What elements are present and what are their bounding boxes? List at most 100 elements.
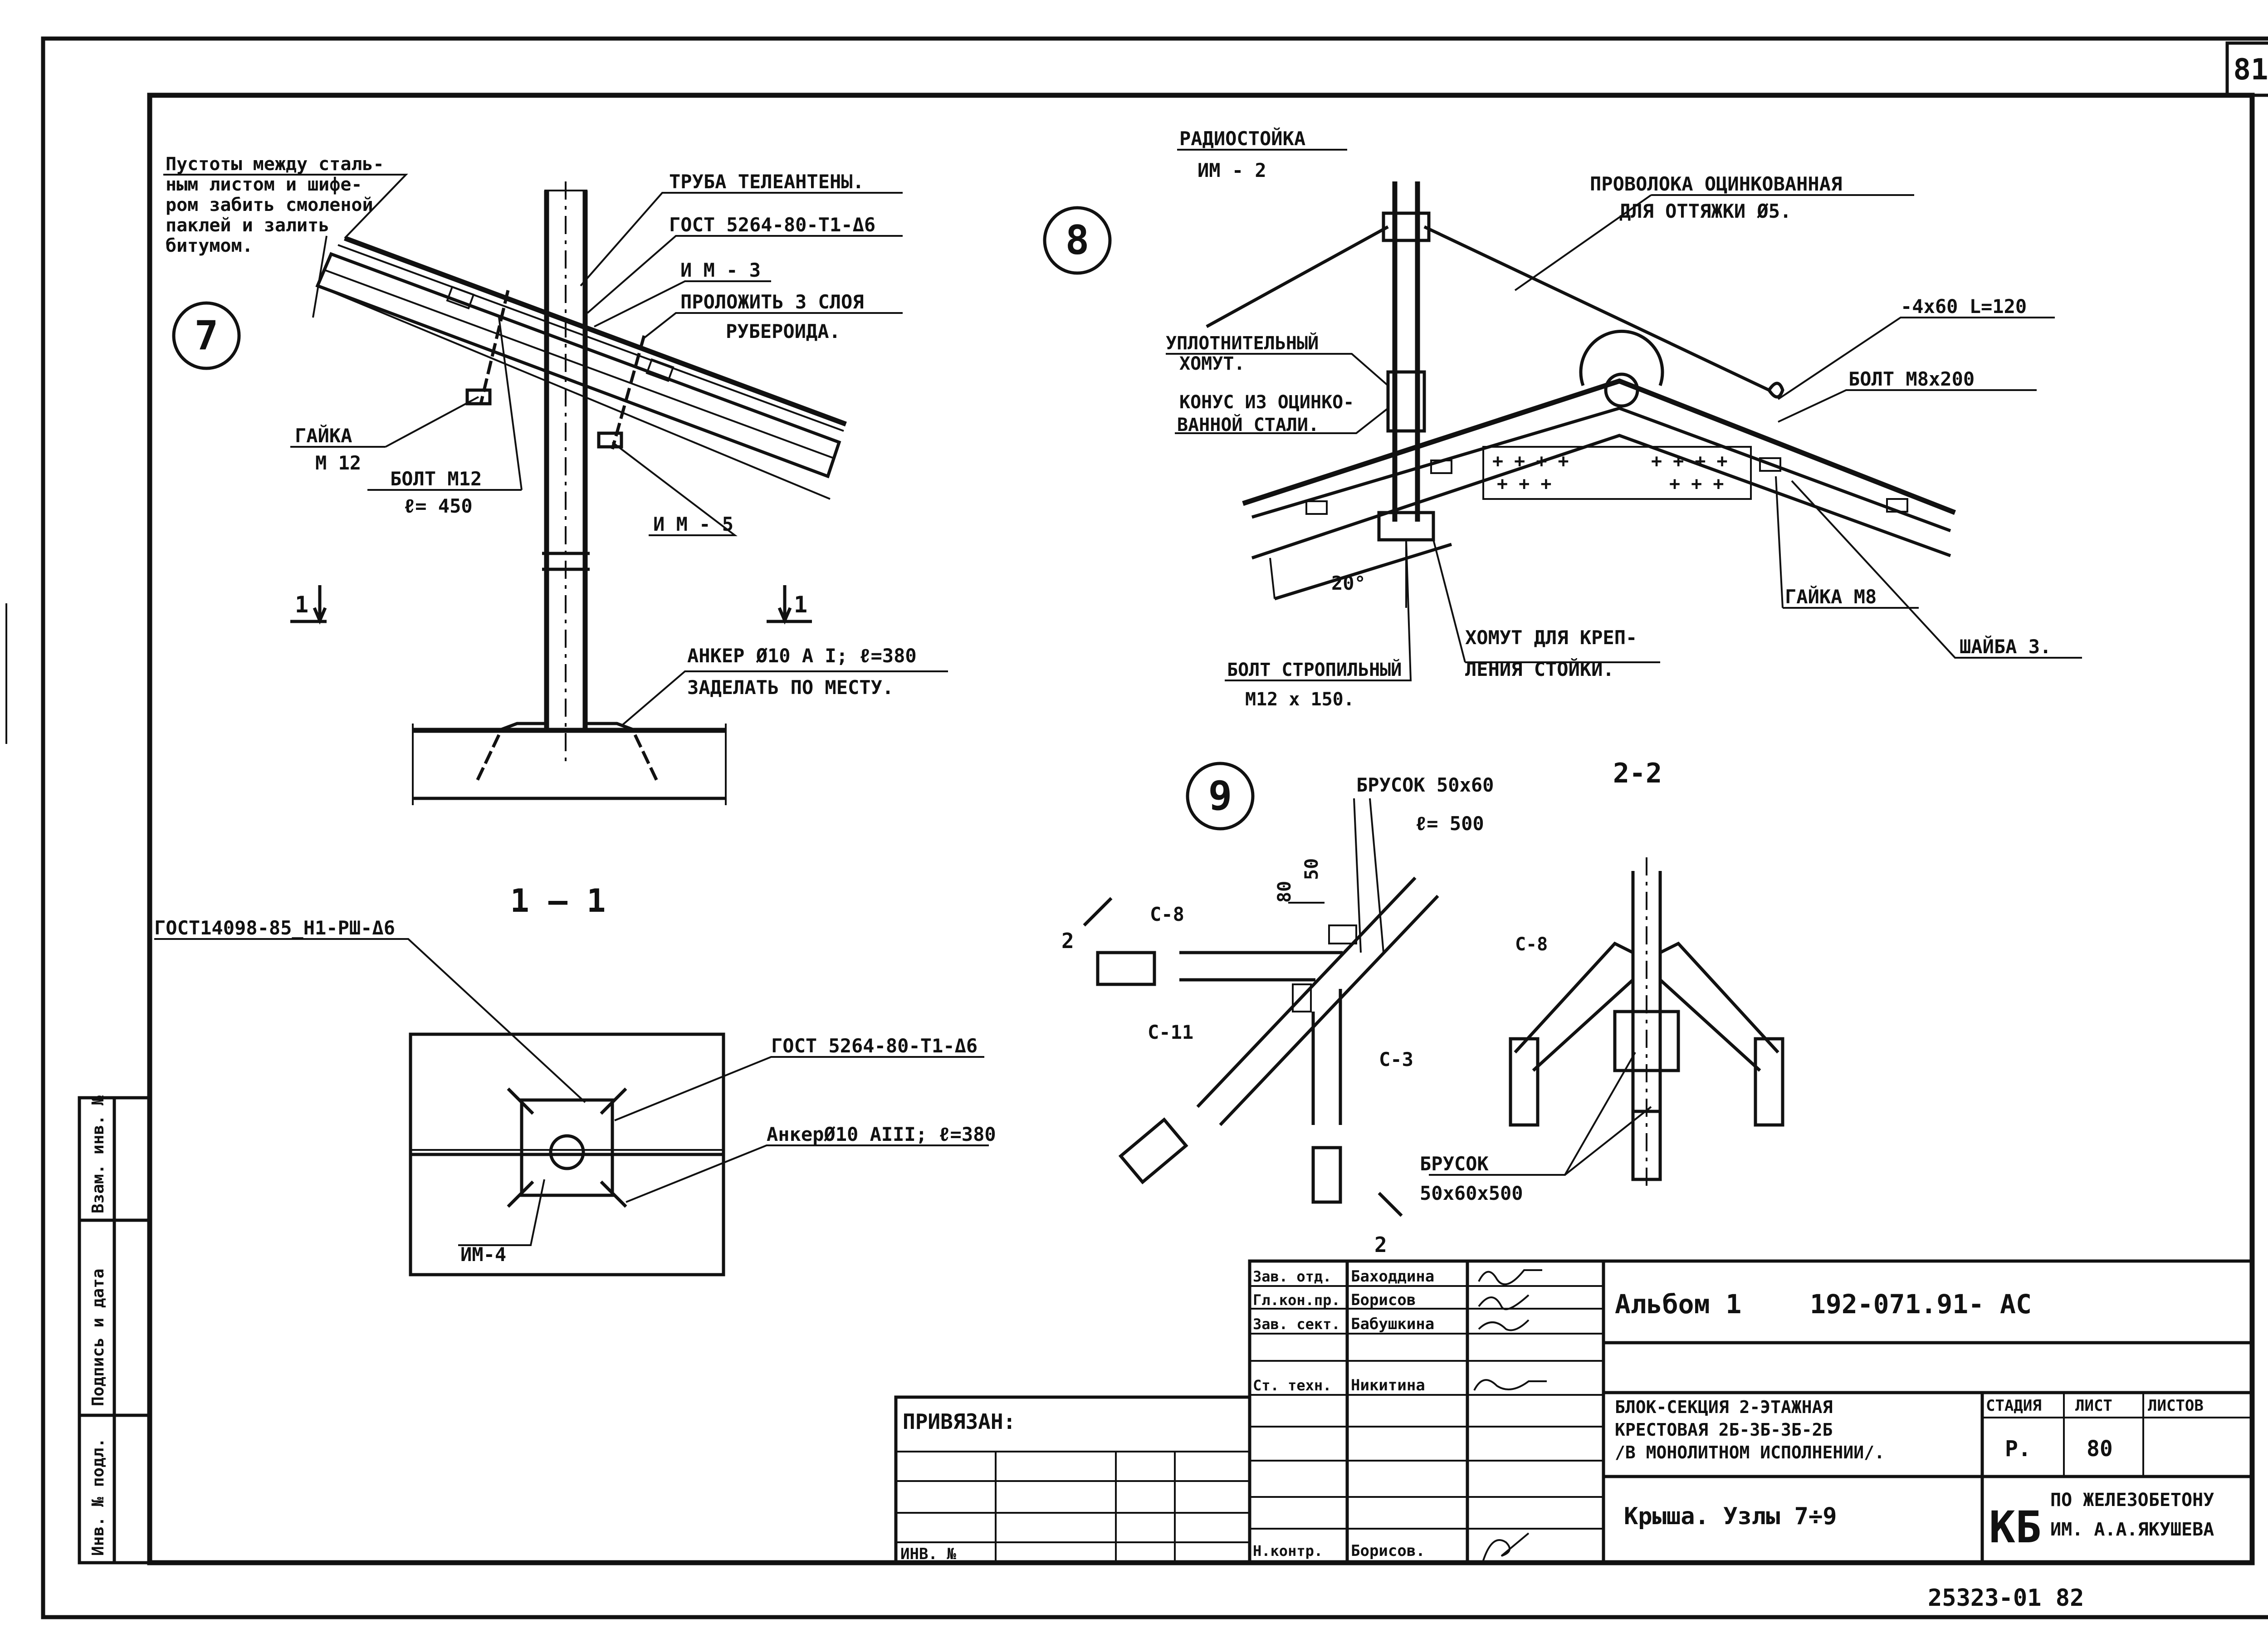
gost-weld-2-label: ГОСТ 5264-80-Т1-Δ6 bbox=[771, 1035, 978, 1057]
section22-bar-label-1: БРУСОК bbox=[1420, 1153, 1489, 1175]
cone-label-2: ВАННОЙ СТАЛИ. bbox=[1177, 414, 1319, 435]
name-8: Борисов. bbox=[1351, 1542, 1425, 1560]
wire-label-2: ДЛЯ ОТТЯЖКИ Ø5. bbox=[1619, 200, 1791, 222]
stamp-cell-replace: Взам. инв. № bbox=[89, 1095, 108, 1213]
node7-note-line5: битумом. bbox=[166, 235, 253, 256]
inv-label: ИНВ. № bbox=[900, 1545, 956, 1563]
seal-clamp-label-2: ХОМУТ. bbox=[1179, 353, 1245, 374]
dim-50: 50 bbox=[1301, 858, 1322, 880]
privyazan-label: ПРИВЯЗАН: bbox=[903, 1409, 1016, 1434]
node7-note-line1: Пустоты между сталь- bbox=[166, 154, 384, 175]
org-line-1: ПО ЖЕЛЕЗОБЕТОНУ bbox=[2050, 1490, 2214, 1511]
outer-frame bbox=[5, 36, 2268, 1619]
radio-mast-label-1: РАДИОСТОЙКА bbox=[1179, 127, 1305, 150]
anchor-label-2: ЗАДЕЛАТЬ ПО МЕСТУ. bbox=[687, 676, 894, 699]
base-plate-plan bbox=[520, 1098, 614, 1197]
svg-text:+ + +: + + + bbox=[1497, 474, 1551, 494]
mount-clamp-label-2: ЛЕНИЯ СТОЙКИ. bbox=[1465, 658, 1614, 680]
list-header: ЛИСТ bbox=[2075, 1397, 2112, 1415]
bolt-m12-label-2: ℓ= 450 bbox=[404, 495, 473, 517]
rafter-bolt-label-1: БОЛТ СТРОПИЛЬНЫЙ bbox=[1227, 659, 1402, 680]
name-2: Бабушкина bbox=[1351, 1315, 1434, 1333]
cut-mark-1-left: 1 bbox=[295, 592, 308, 618]
node-7-drawing: 7 1 bbox=[163, 154, 948, 805]
role-8: Н.контр. bbox=[1253, 1542, 1323, 1560]
node9-bar-label-2: ℓ= 500 bbox=[1415, 812, 1484, 835]
nut-m8-label: ГАЙКА М8 bbox=[1785, 585, 1877, 608]
node-7-number: 7 bbox=[195, 312, 219, 359]
desc-line-3: /В МОНОЛИТНОМ ИСПОЛНЕНИИ/. bbox=[1615, 1443, 1885, 1462]
svg-text:+ + + +: + + + + bbox=[1651, 451, 1728, 472]
svg-text:+ + +: + + + bbox=[1669, 474, 1724, 494]
side-stamp: Инв. № подл. Подпись и дата Взам. инв. № bbox=[78, 1095, 152, 1565]
node-8-marker bbox=[1043, 206, 1112, 275]
name-1: Борисов bbox=[1351, 1291, 1416, 1309]
node9-c11-label: С-11 bbox=[1148, 1021, 1193, 1043]
stage-header: СТАДИЯ bbox=[1986, 1397, 2042, 1415]
gost-weld-1-label: ГОСТ14098-85_Н1-РШ-Δ6 bbox=[154, 917, 395, 939]
nut-m12-label-1: ГАЙКА bbox=[295, 424, 352, 447]
section22-c8-label: С-8 bbox=[1515, 934, 1548, 955]
plate-label: -4x60 L=120 bbox=[1901, 295, 2027, 318]
im3-label: И М - 3 bbox=[680, 259, 761, 281]
list-value: 80 bbox=[2087, 1436, 2113, 1462]
layers-label-2: РУБЕРОИДА. bbox=[726, 320, 841, 342]
role-1: Гл.кон.пр. bbox=[1253, 1291, 1340, 1309]
desc-line-1: БЛОК-СЕКЦИЯ 2-ЭТАЖНАЯ bbox=[1615, 1397, 1833, 1417]
anchor-plan-label: АнкерØ10 АIII; ℓ=380 bbox=[767, 1123, 996, 1145]
node9-c8-label: С-8 bbox=[1150, 903, 1184, 925]
signature-4 bbox=[1473, 1379, 1547, 1391]
node-8-drawing: 8 + + + + + + + + + + + + + + bbox=[1043, 127, 2082, 710]
seal-clamp-label-1: УПЛОТНИТЕЛЬНЫЙ bbox=[1166, 332, 1319, 354]
title-block: ПРИВЯЗАН: ИНВ. № Зав. отд. Гл.кон.пр. За… bbox=[894, 1259, 2254, 1565]
node-8-number: 8 bbox=[1066, 217, 1090, 264]
node7-note-line2: ным листом и шифе- bbox=[166, 174, 362, 195]
node-9-marker bbox=[1186, 762, 1255, 831]
im4-label: ИМ-4 bbox=[460, 1243, 506, 1266]
org-logo: КБ bbox=[1989, 1502, 2042, 1553]
node-7-marker bbox=[172, 301, 241, 370]
name-0: Баходдина bbox=[1351, 1267, 1434, 1286]
stamp-cell-sign: Подпись и дата bbox=[89, 1269, 108, 1406]
sheet-number: 81 bbox=[2233, 53, 2268, 87]
stage-value: Р. bbox=[2005, 1436, 2031, 1462]
signature-0 bbox=[1478, 1269, 1542, 1286]
section-2-2-drawing: 2-2 С-8 БРУСОК 50x60x500 bbox=[1420, 758, 1784, 1204]
node-9-number: 9 bbox=[1208, 773, 1232, 819]
footer-code: 25323-01 82 bbox=[1928, 1584, 2084, 1612]
desc-line-2: КРЕСТОВАЯ 2Б-3Б-3Б-2Б bbox=[1615, 1420, 1833, 1440]
tv-pipe-label: ТРУБА ТЕЛЕАНТЕНЫ. bbox=[669, 171, 864, 193]
washer-label: ШАЙБА 3. bbox=[1960, 635, 2051, 658]
node7-note-line3: ром забить смоленой bbox=[166, 195, 373, 215]
signature-8 bbox=[1482, 1532, 1530, 1561]
bolt-m12-label-1: БОЛТ М12 bbox=[390, 468, 482, 490]
section-1-1-drawing: 1 — 1 ГОСТ14098-85_Н1-РШ-Δ6 ГОСТ 5264-80… bbox=[154, 882, 996, 1276]
lists-header: ЛИСТОВ bbox=[2148, 1397, 2204, 1415]
doc-code: 192-071.91- АС bbox=[1810, 1289, 2032, 1320]
section-1-1-title: 1 — 1 bbox=[510, 882, 606, 919]
signature-1 bbox=[1478, 1294, 1530, 1310]
radio-mast-label-2: ИМ - 2 bbox=[1198, 159, 1266, 181]
role-4: Ст. техн. bbox=[1253, 1377, 1331, 1394]
slope-angle-label: 20° bbox=[1331, 572, 1366, 594]
signature-2 bbox=[1478, 1319, 1530, 1331]
sheet-title: Крыша. Узлы 7÷9 bbox=[1624, 1503, 1837, 1530]
node9-cut-top: 2 bbox=[1061, 929, 1074, 953]
mount-clamp-label-1: ХОМУТ ДЛЯ КРЕП- bbox=[1465, 626, 1637, 649]
gost-pipe-label: ГОСТ 5264-80-Т1-Δ6 bbox=[669, 214, 875, 236]
name-4: Никитина bbox=[1351, 1376, 1425, 1394]
im5-label: И М - 5 bbox=[653, 513, 733, 535]
rafter-bolt-label-2: М12 x 150. bbox=[1245, 689, 1354, 710]
layers-label-1: ПРОЛОЖИТЬ 3 СЛОЯ bbox=[680, 291, 864, 313]
dim-80: 80 bbox=[1274, 881, 1295, 903]
cone-label-1: КОНУС ИЗ ОЦИНКО- bbox=[1179, 392, 1354, 413]
cut-mark-1-right: 1 bbox=[794, 592, 807, 618]
svg-text:+ + + +: + + + + bbox=[1492, 451, 1569, 472]
section22-bar-label-2: 50x60x500 bbox=[1420, 1182, 1523, 1204]
stamp-cell-inv: Инв. № подл. bbox=[89, 1438, 108, 1556]
anchor-label-1: АНКЕР Ø10 А I; ℓ=380 bbox=[687, 645, 917, 667]
bolt-m8-label: БОЛТ М8x200 bbox=[1848, 368, 1975, 390]
wire-label-1: ПРОВОЛОКА ОЦИНКОВАННАЯ bbox=[1590, 173, 1842, 195]
node7-note-line4: паклей и залить bbox=[166, 215, 329, 236]
